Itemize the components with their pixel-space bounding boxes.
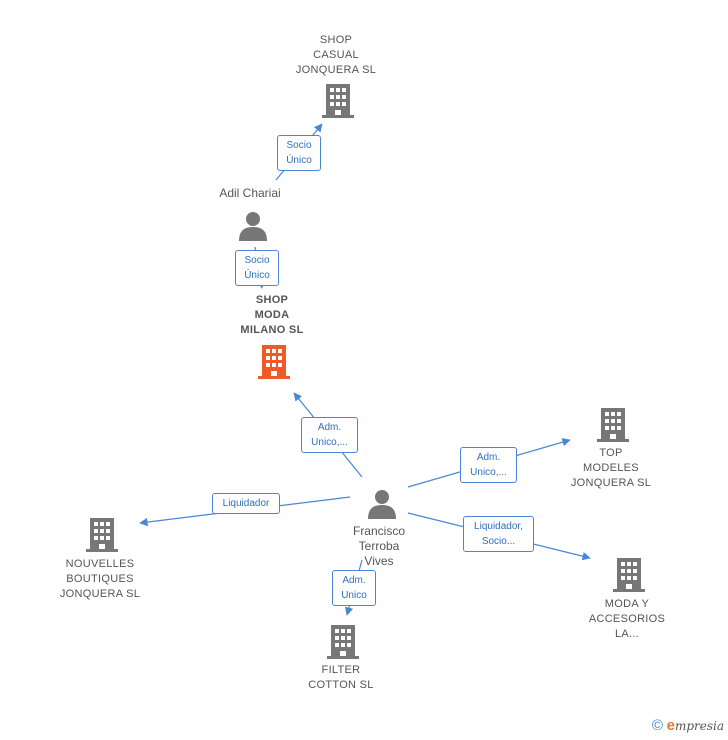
brand-initial: e	[666, 717, 675, 734]
edge-label-adil-moda[interactable]: Socio Único	[235, 250, 279, 286]
copyright-icon: ©	[651, 717, 663, 734]
node-label-filter-cotton[interactable]: FILTER COTTON SL	[308, 664, 374, 691]
edge-label-francisco-moda-acc[interactable]: Liquidador, Socio...	[463, 516, 534, 552]
building-icon[interactable]	[327, 625, 359, 659]
building-icon[interactable]	[597, 408, 629, 442]
edge-label-adil-casual[interactable]: Socio Único	[277, 135, 321, 171]
building-icon[interactable]	[322, 84, 354, 118]
node-label-top-modeles[interactable]: TOP MODELES JONQUERA SL	[570, 447, 652, 489]
building-icon[interactable]	[613, 558, 645, 592]
person-icon[interactable]	[238, 211, 268, 241]
edge-label-francisco-nouvelles[interactable]: Liquidador	[212, 493, 280, 514]
node-label-adil[interactable]: Adil Chariai	[219, 186, 281, 200]
building-icon-focus[interactable]	[258, 345, 290, 379]
node-label-francisco[interactable]: Francisco Terroba Vives	[352, 524, 405, 568]
node-label-shop-moda[interactable]: SHOP MODA MILANO SL	[240, 294, 304, 336]
node-label-shop-casual[interactable]: SHOP CASUAL JONQUERA SL	[295, 34, 377, 76]
edge-label-francisco-moda[interactable]: Adm. Unico,...	[301, 417, 358, 453]
edge-label-francisco-top[interactable]: Adm. Unico,...	[460, 447, 517, 483]
node-label-moda-accesorios[interactable]: MODA Y ACCESORIOS LA...	[588, 598, 666, 640]
footer-brand: © empresia	[652, 717, 724, 734]
brand-name: mpresia	[674, 719, 724, 733]
building-icon[interactable]	[86, 518, 118, 552]
edge-label-francisco-filter[interactable]: Adm. Unico	[332, 570, 376, 606]
person-icon[interactable]	[367, 489, 397, 519]
node-label-nouvelles[interactable]: NOUVELLES BOUTIQUES JONQUERA SL	[59, 558, 141, 600]
